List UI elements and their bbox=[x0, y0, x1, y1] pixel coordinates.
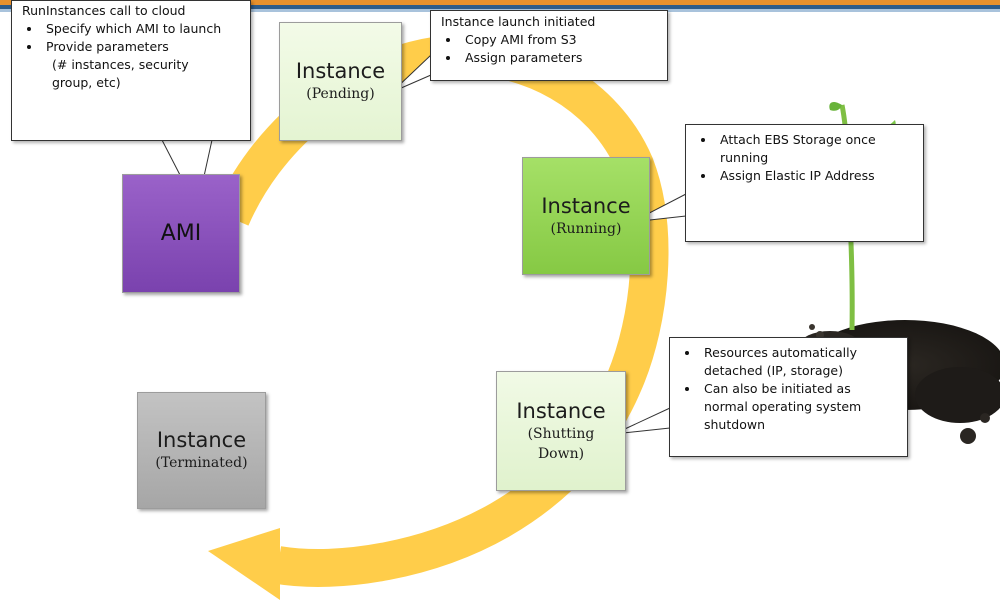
shutdown-title: Instance bbox=[516, 398, 606, 423]
callout-running-list: Attach EBS Storage once running Assign E… bbox=[696, 131, 913, 185]
callout-pending-item: Assign parameters bbox=[461, 49, 657, 67]
callout-ami-item: Specify which AMI to launch bbox=[42, 20, 240, 38]
ami-box: AMI bbox=[122, 174, 240, 293]
callout-launch-initiated: Instance launch initiated Copy AMI from … bbox=[430, 10, 668, 81]
callout-running-actions: Attach EBS Storage once running Assign E… bbox=[685, 124, 924, 242]
pending-title: Instance bbox=[295, 59, 386, 83]
callout-shutdown-item: Resources automatically detached (IP, st… bbox=[700, 344, 897, 380]
shutdown-status-line1: (Shutting bbox=[527, 425, 595, 442]
callout-shutdown-item: Can also be initiated as normal operatin… bbox=[700, 380, 897, 434]
running-title: Instance bbox=[541, 193, 631, 218]
running-status: (Running) bbox=[550, 220, 622, 237]
callout-ami-heading: RunInstances call to cloud bbox=[22, 3, 186, 18]
callout-ami-list: Specify which AMI to launch Provide para… bbox=[22, 20, 240, 56]
callout-ami-continuation: group, etc) bbox=[52, 75, 121, 90]
terminated-status: (Terminated) bbox=[155, 455, 248, 471]
instance-pending-box: Instance (Pending) bbox=[279, 22, 402, 141]
callout-runinstances: RunInstances call to cloud Specify which… bbox=[11, 0, 251, 141]
instance-running-box: Instance (Running) bbox=[522, 157, 650, 275]
top-bar-blue-stripe bbox=[0, 5, 1000, 9]
shutdown-status-line2: Down) bbox=[537, 445, 585, 462]
callout-pending-item: Copy AMI from S3 bbox=[461, 31, 657, 49]
callout-running-item: Assign Elastic IP Address bbox=[716, 167, 913, 185]
cycle-arrow-head bbox=[208, 528, 280, 600]
callout-ami-continuation: (# instances, security bbox=[52, 57, 189, 72]
instance-terminated-box: Instance (Terminated) bbox=[137, 392, 266, 509]
instance-shutting-down-box: Instance (Shutting Down) bbox=[496, 371, 626, 491]
top-bar-orange-stripe bbox=[0, 0, 1000, 5]
callout-running-item: Attach EBS Storage once running bbox=[716, 131, 913, 167]
callout-shutdown-actions: Resources automatically detached (IP, st… bbox=[669, 337, 908, 457]
callout-pending-heading: Instance launch initiated bbox=[441, 14, 596, 29]
ami-label: AMI bbox=[160, 221, 202, 246]
pending-status: (Pending) bbox=[306, 86, 375, 102]
callout-ami-item: Provide parameters bbox=[42, 38, 240, 56]
callout-pending-list: Copy AMI from S3 Assign parameters bbox=[441, 31, 657, 67]
terminated-title: Instance bbox=[156, 428, 247, 452]
callout-shutdown-list: Resources automatically detached (IP, st… bbox=[680, 344, 897, 434]
